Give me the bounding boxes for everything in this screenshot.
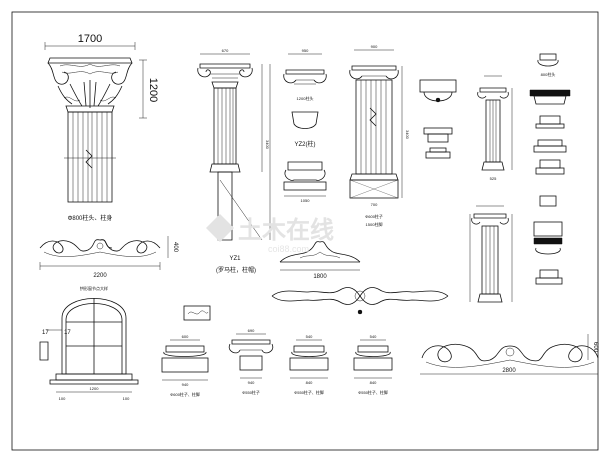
svg-text:670: 670 xyxy=(222,48,229,53)
watermark-url: coi88.com xyxy=(268,244,309,254)
svg-text:700: 700 xyxy=(371,202,378,207)
caption-base3: Φ550柱子、柱脚 xyxy=(294,389,324,395)
ionic-column-tall xyxy=(469,205,513,303)
dim-window-right: 17 xyxy=(64,330,71,336)
ornament-center: 1800 xyxy=(279,241,361,280)
ornament-right: 2800 600 xyxy=(420,334,599,375)
svg-text:100: 100 xyxy=(59,396,66,401)
dim-ornament-right-height: 600 xyxy=(592,342,598,353)
caption-col1: Φ800柱头、柱身 xyxy=(68,214,113,222)
dim-window-left: 17 xyxy=(42,330,49,336)
base-detail-4: 540 840 Φ550柱子、柱脚 xyxy=(353,334,393,395)
dim-capital-height: 1200 xyxy=(147,78,159,102)
dim-ornament-mid-width: 1800 xyxy=(313,274,327,280)
caption-base1: Φ600柱子、柱脚 xyxy=(170,391,200,397)
caption-col4: Φ600柱子 xyxy=(365,213,383,219)
caption-base2: Φ550柱子 xyxy=(242,389,260,395)
base-details-right: 800柱头 xyxy=(529,53,571,285)
svg-text:690: 690 xyxy=(248,328,255,333)
ionic-column-right: 525 xyxy=(477,75,513,181)
svg-text:3400: 3400 xyxy=(405,130,410,140)
dim-ornament-left-height: 400 xyxy=(172,242,178,253)
svg-text:940: 940 xyxy=(248,380,255,385)
corinthian-column: 1700 1200 Φ800柱头、柱身 xyxy=(44,33,159,222)
dim-ornament-left-width: 2200 xyxy=(93,273,107,279)
frieze-ornament xyxy=(271,287,449,315)
caption-col2-sub: (罗马柱，柱帽) xyxy=(216,266,256,274)
svg-text:840: 840 xyxy=(306,380,313,385)
caption-note3: 800柱头 xyxy=(541,71,556,77)
svg-text:100: 100 xyxy=(123,396,130,401)
ornament-left: 2200 400 xyxy=(39,236,178,279)
caption-window: 拱形窗节点大样 xyxy=(80,285,108,291)
svg-text:525: 525 xyxy=(490,176,497,181)
base-detail-2: 690 940 Φ550柱子 xyxy=(228,328,274,395)
dim-ornament-right-width: 2800 xyxy=(502,368,516,374)
caption-base4: Φ550柱子、柱脚 xyxy=(358,389,388,395)
sheet-border xyxy=(11,11,599,451)
caption-capital-note: 1200柱头 xyxy=(297,95,314,101)
rosette-detail xyxy=(183,305,211,321)
caption-note2: 1500柱脚 xyxy=(366,221,383,227)
svg-text:940: 940 xyxy=(182,382,189,387)
arched-window: 拱形窗节点大样 17 17 1200 100 100 xyxy=(39,285,139,401)
watermark: 土木在线 coi88.com xyxy=(206,214,334,254)
ionic-capital-detail: 950 1200柱头 YZ2(柱) 1050 xyxy=(283,48,327,203)
ionic-column-yz1: 670 3400 YZ1 (罗马柱，柱帽) xyxy=(197,48,271,274)
svg-text:950: 950 xyxy=(302,48,309,53)
svg-text:540: 540 xyxy=(370,334,377,339)
ionic-column-600: 900 3400 700 Φ600柱子 1500柱脚 xyxy=(349,44,410,227)
svg-text:1200: 1200 xyxy=(90,386,100,391)
column-details xyxy=(419,79,457,159)
svg-text:900: 900 xyxy=(371,44,378,49)
svg-text:840: 840 xyxy=(370,380,377,385)
dim-capital-width: 1700 xyxy=(78,33,102,45)
base-detail-1: 600 940 Φ600柱子、柱脚 xyxy=(161,334,209,397)
svg-text:600: 600 xyxy=(182,334,189,339)
watermark-brand: 土木在线 xyxy=(238,216,334,244)
svg-text:3400: 3400 xyxy=(265,140,270,150)
caption-col2: YZ1 xyxy=(229,256,241,262)
svg-text:1050: 1050 xyxy=(301,198,311,203)
svg-text:540: 540 xyxy=(306,334,313,339)
base-detail-3: 540 840 Φ550柱子、柱脚 xyxy=(289,334,329,395)
caption-col3: YZ2(柱) xyxy=(294,140,315,148)
